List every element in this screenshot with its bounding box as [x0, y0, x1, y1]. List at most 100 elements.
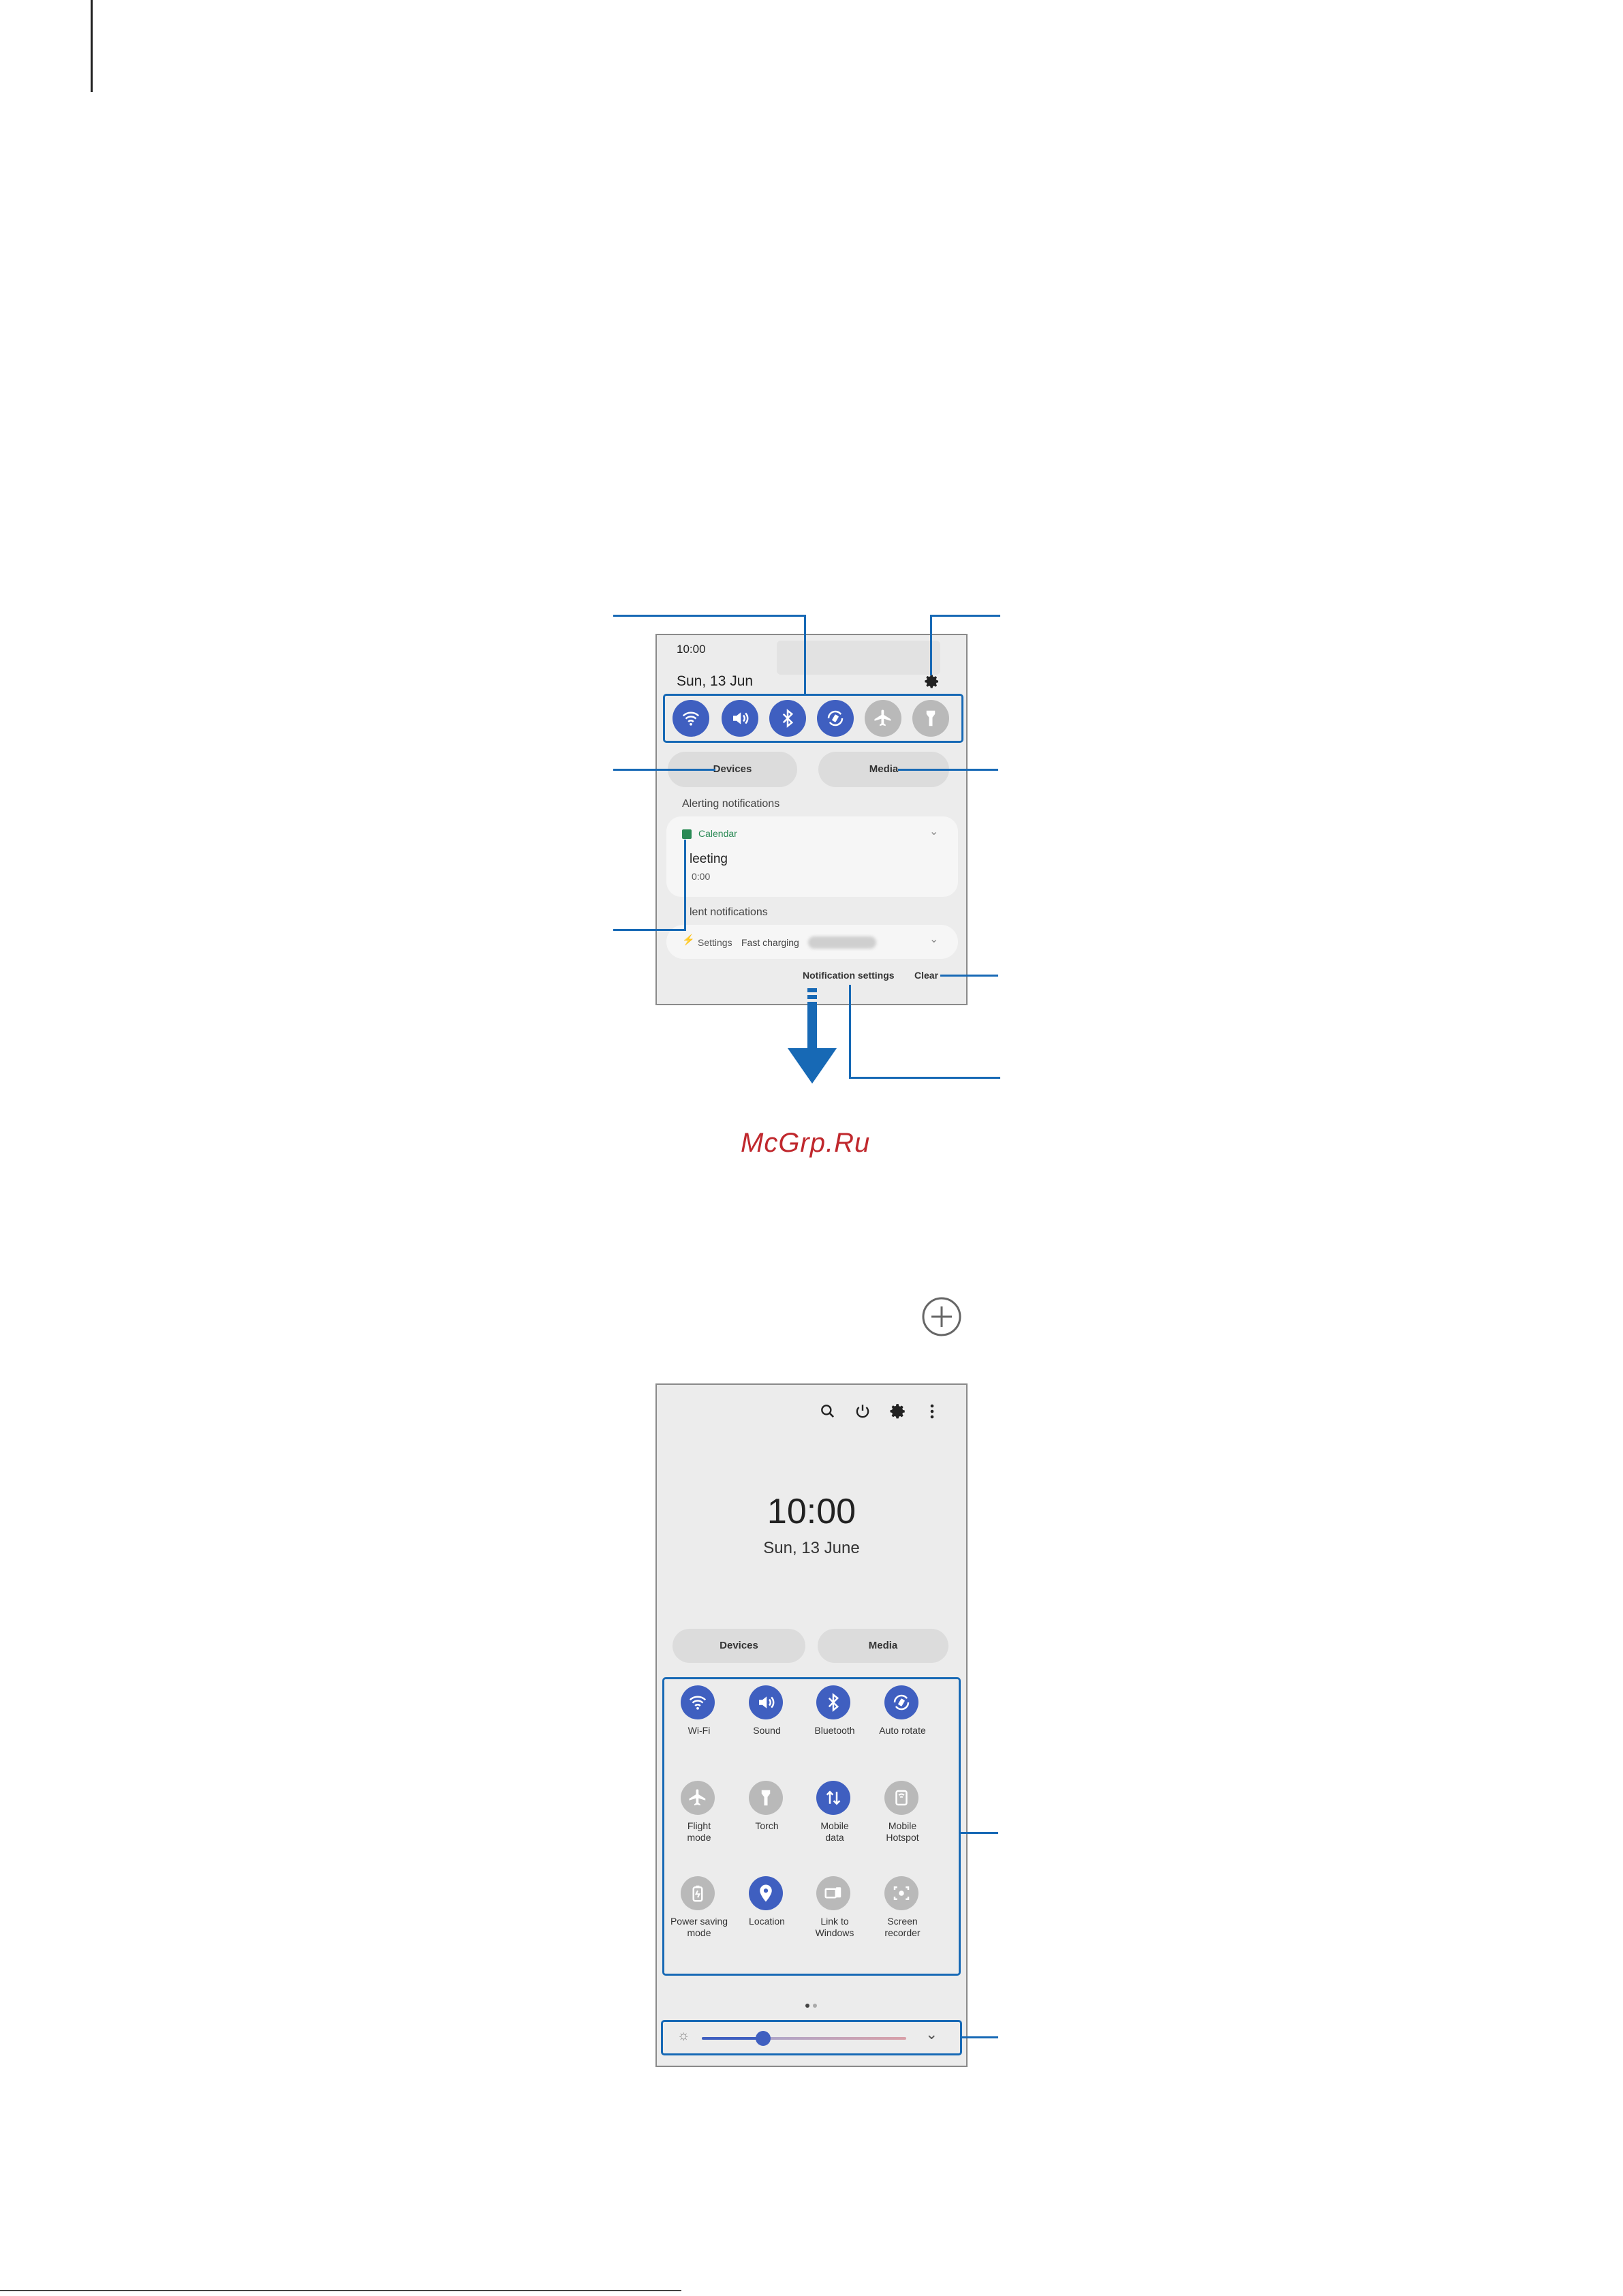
gear-icon[interactable]	[889, 1403, 907, 1420]
callout-media	[898, 769, 998, 771]
auto-rotate-button[interactable]	[817, 700, 854, 737]
chevron-down-icon[interactable]: ⌄	[929, 826, 939, 838]
flight-mode-button[interactable]	[865, 700, 901, 737]
page-indicator-dot	[813, 2004, 817, 2008]
tile-label: Screen recorder	[884, 1916, 921, 1938]
tile-link-to-windows-button[interactable]	[816, 1876, 850, 1910]
tile-label: Mobile data	[820, 1820, 849, 1843]
charging-icon: ⚡	[682, 934, 695, 946]
mobile-data-icon	[826, 1790, 841, 1805]
wifi-button[interactable]	[673, 700, 709, 737]
page-indicator-dot	[805, 2004, 809, 2008]
power-saving-icon	[692, 1885, 703, 1902]
brightness-fill	[702, 2037, 763, 2040]
tile-label: Bluetooth	[814, 1725, 855, 1736]
quick-buttons-highlight	[663, 694, 963, 743]
callout-devices	[613, 769, 715, 771]
tile-label: Wi-Fi	[687, 1725, 711, 1736]
calendar-app-name: Calendar	[698, 828, 737, 839]
arrow-head	[788, 1048, 837, 1084]
footer-rule	[0, 2290, 681, 2291]
tile-location-button[interactable]	[748, 1876, 783, 1910]
gear-icon[interactable]	[924, 673, 940, 690]
sound-button[interactable]	[722, 700, 758, 737]
callout-tile-grid	[961, 1832, 998, 1834]
qs-media-button[interactable]: Media	[818, 1629, 948, 1663]
qs-devices-button[interactable]: Devices	[673, 1629, 805, 1663]
event-title: leeting	[690, 852, 728, 866]
sound-icon	[758, 1696, 774, 1709]
qs-time: 10:00	[767, 1492, 856, 1531]
flight-mode-icon	[689, 1789, 706, 1806]
auto-rotate-icon	[893, 1694, 909, 1711]
link-to-windows-icon	[824, 1887, 841, 1899]
panel-date: Sun, 13 Jun	[677, 673, 754, 689]
blurred-text	[808, 936, 876, 949]
panel-time: 10:00	[677, 643, 706, 656]
bluetooth-button[interactable]	[769, 700, 806, 737]
event-time: 0:00	[692, 871, 711, 882]
search-icon[interactable]	[819, 1403, 837, 1420]
tile-power-saving-button[interactable]	[681, 1876, 715, 1910]
power-icon[interactable]	[854, 1403, 871, 1420]
flight-mode-icon	[874, 709, 891, 726]
fast-charging-text: Fast charging	[741, 937, 799, 948]
hotspot-icon	[895, 1790, 908, 1806]
torch-icon	[761, 1790, 770, 1806]
tile-label: Link to Windows	[815, 1916, 854, 1938]
location-icon	[759, 1884, 772, 1902]
callout-notification-settings	[849, 985, 1000, 1079]
clear-button[interactable]: Clear	[914, 970, 939, 981]
brightness-slider[interactable]	[702, 2031, 906, 2046]
tile-sound-button[interactable]	[748, 1685, 783, 1719]
tile-label: Mobile Hotspot	[886, 1820, 919, 1843]
add-plus-icon	[921, 1296, 962, 1337]
tile-label: Flight mode	[687, 1820, 711, 1843]
callout-quick-buttons	[613, 615, 806, 696]
callout-notification	[613, 840, 686, 931]
tile-torch-button[interactable]	[748, 1781, 783, 1815]
tile-label: Auto rotate	[879, 1725, 926, 1736]
tile-screen-recorder-button[interactable]	[884, 1876, 918, 1910]
wifi-icon	[682, 711, 700, 726]
more-options-icon[interactable]	[925, 1403, 939, 1420]
tile-label: Torch	[755, 1820, 779, 1831]
brightness-knob[interactable]	[756, 2031, 771, 2046]
tile-label: Power saving mode	[670, 1916, 728, 1938]
silent-notifications-header: lent notifications	[690, 906, 768, 918]
swipe-down-arrow	[803, 988, 822, 1069]
tile-mobile-data-button[interactable]	[816, 1781, 850, 1815]
tile-hotspot-button[interactable]	[884, 1781, 918, 1815]
tile-flight-mode-button[interactable]	[681, 1781, 715, 1815]
callout-settings	[930, 615, 1000, 675]
tile-wifi-button[interactable]	[681, 1685, 715, 1719]
settings-app-name: Settings	[698, 937, 732, 948]
quick-settings-grid-highlight	[662, 1677, 961, 1976]
page-margin-rule	[91, 0, 93, 92]
tile-label: Location	[749, 1916, 785, 1927]
brightness-bar-highlight	[661, 2020, 962, 2055]
torch-icon	[926, 710, 936, 726]
calendar-notification-card[interactable]	[666, 816, 958, 897]
tile-bluetooth-button[interactable]	[816, 1685, 850, 1719]
tile-label: Sound	[753, 1725, 781, 1736]
qs-date: Sun, 13 June	[763, 1539, 860, 1557]
screen-recorder-icon	[893, 1886, 909, 1900]
notification-settings-button[interactable]: Notification settings	[803, 970, 895, 981]
callout-brightness	[962, 2036, 998, 2038]
torch-button[interactable]	[912, 700, 949, 737]
bluetooth-icon	[782, 709, 794, 728]
bluetooth-icon	[828, 1693, 839, 1712]
auto-rotate-icon	[827, 710, 844, 726]
chevron-down-icon[interactable]: ⌄	[929, 934, 939, 945]
wifi-icon	[689, 1696, 707, 1710]
callout-clear	[940, 975, 998, 977]
calendar-icon	[682, 829, 692, 839]
tile-auto-rotate-button[interactable]	[884, 1685, 918, 1719]
sound-icon	[733, 712, 749, 724]
alerting-notifications-header: Alerting notifications	[682, 798, 780, 810]
brightness-icon: ☼	[677, 2028, 690, 2043]
watermark: McGrp.Ru	[741, 1128, 871, 1158]
expand-brightness-icon[interactable]: ⌄	[925, 2025, 938, 2042]
